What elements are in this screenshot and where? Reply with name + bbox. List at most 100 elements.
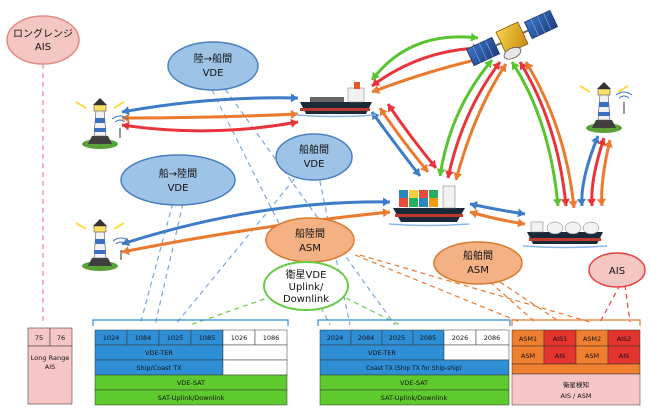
arrow-head xyxy=(470,32,478,42)
sat-vde-label: 衛星VDE xyxy=(286,268,327,281)
arrow-head xyxy=(380,108,388,117)
ch-75: 75 xyxy=(35,334,43,342)
ship-ship-asm-label: 船舶間 xyxy=(463,249,493,262)
arrow-head xyxy=(470,201,478,210)
oval-ship-shore-vde: 船→陸間 VDE xyxy=(120,154,236,206)
sat-ul-a: SAT-Uplink/Downlink xyxy=(158,394,225,402)
vde-sat-b: VDE-SAT xyxy=(400,379,428,387)
ch-b-4: 2085 xyxy=(420,334,437,342)
link-arrow-7 xyxy=(386,103,438,169)
link-arrow-16 xyxy=(510,61,560,207)
ch-a-1: 1024 xyxy=(103,334,120,342)
sat-ul-b: SAT-Uplink/Downlink xyxy=(381,394,448,402)
vde-ter-b: VDE-TER xyxy=(368,349,396,357)
arrow-head xyxy=(428,159,436,168)
sat-vde-label-3: Downlink xyxy=(283,294,329,305)
arrow-head xyxy=(420,163,428,172)
dashed-connectors xyxy=(42,64,631,326)
bracket-orange xyxy=(511,319,641,326)
ship-coast-tx-a: Ship/Coast TX xyxy=(136,364,182,372)
sat-detect-label: 衛星検知 xyxy=(563,380,589,389)
oval-ship-ship-vde: 船舶間 VDE xyxy=(275,133,353,181)
arrow-head xyxy=(517,218,525,228)
lighthouse-left-icon xyxy=(75,219,130,271)
arrow-head xyxy=(372,71,380,80)
arrow-head xyxy=(122,106,130,116)
link-arrow-0 xyxy=(121,96,299,114)
link-arrow-8 xyxy=(469,202,526,216)
arrow-head xyxy=(388,104,396,113)
ship-lng-icon xyxy=(522,221,608,249)
link-arrow-10 xyxy=(370,35,479,81)
arrow-head xyxy=(122,246,130,256)
arrow-head xyxy=(290,109,298,119)
long-range-label-2: AIS xyxy=(35,42,51,53)
link-arrow-18 xyxy=(524,61,576,209)
ship-shore-asm-label-2: ASM xyxy=(299,243,321,254)
arrow-head xyxy=(412,167,420,176)
oval-sat-vde: 衛星VDE Uplink/ Downlink xyxy=(263,261,349,311)
sat-detect-label-2: AIS / ASM xyxy=(561,392,592,400)
arrow-head xyxy=(290,93,298,103)
asm-cell-1: ASM xyxy=(521,352,535,360)
asm1-label: ASM1 xyxy=(519,335,537,343)
arrow-head xyxy=(604,140,613,148)
arrow-head xyxy=(372,112,380,121)
arrow-head xyxy=(470,209,478,219)
link-arrow-1 xyxy=(121,112,299,120)
link-arrow-6 xyxy=(378,107,430,173)
panel-ais-asm: ASM1 AIS1 ASM2 AIS2 ASM AIS ASM AIS 衛星検知… xyxy=(511,329,641,406)
arrow-head xyxy=(552,198,562,206)
ship-shore-label: 船→陸間 xyxy=(159,167,197,180)
ch-a-2: 1084 xyxy=(135,334,152,342)
asm-cell-2: ASM xyxy=(585,352,599,360)
ch-a-3: 1025 xyxy=(167,334,184,342)
arrow-head xyxy=(122,121,130,131)
ch-b-1: 2024 xyxy=(327,334,344,342)
link-arrow-11 xyxy=(371,46,481,88)
shore-ship-label-2: VDE xyxy=(203,68,224,79)
arrow-head xyxy=(492,62,500,71)
arrow-head xyxy=(596,198,606,206)
arrow-head xyxy=(372,78,381,86)
arrow-head xyxy=(498,64,506,73)
long-range-label: ロングレンジ xyxy=(13,27,73,40)
ch-b-3: 2025 xyxy=(389,334,406,342)
arrow-head xyxy=(122,237,131,247)
ch-a-6: 1086 xyxy=(263,334,280,342)
asm2-label: ASM2 xyxy=(583,335,601,343)
bottom-brackets xyxy=(92,319,511,326)
ship-ship-asm-label-2: ASM xyxy=(467,265,489,276)
arrow-head xyxy=(436,168,446,176)
ship-shore-asm-label: 船陸間 xyxy=(295,227,325,240)
arrow-head xyxy=(453,172,463,180)
arrow-head xyxy=(525,62,534,71)
shore-ship-label: 陸→船間 xyxy=(194,52,232,65)
arrow-head xyxy=(512,62,520,71)
ais2-label: AIS2 xyxy=(617,335,632,343)
sat-vde-label-2: Uplink/ xyxy=(289,282,324,293)
link-arrow-5 xyxy=(370,111,422,177)
arrow-head xyxy=(382,208,390,218)
arrow-head xyxy=(519,62,528,71)
link-arrow-2 xyxy=(121,120,299,133)
arrow-head xyxy=(597,138,607,147)
oval-ship-ship-asm: 船舶間 ASM xyxy=(433,241,523,285)
arrow-head xyxy=(591,136,600,145)
ch-b-2: 2084 xyxy=(358,334,375,342)
link-arrow-14 xyxy=(446,61,502,179)
ais1-label: AIS1 xyxy=(553,335,568,343)
arrow-head xyxy=(122,113,129,123)
link-arrow-17 xyxy=(518,61,568,207)
arrow-head xyxy=(586,198,596,206)
lighthouse-right-icon xyxy=(579,82,633,133)
arrow-head xyxy=(372,85,381,94)
panel-long-range-ais: 75 76 Long Range AIS xyxy=(27,327,73,405)
ch-76: 76 xyxy=(57,334,65,342)
ais-cell-2: AIS xyxy=(619,352,630,360)
ch-a-5: 1026 xyxy=(231,334,248,342)
vde-ter-a: VDE-TER xyxy=(145,349,173,357)
ais-cell-1: AIS xyxy=(555,352,566,360)
oval-ship-shore-asm: 船陸間 ASM xyxy=(265,217,355,263)
